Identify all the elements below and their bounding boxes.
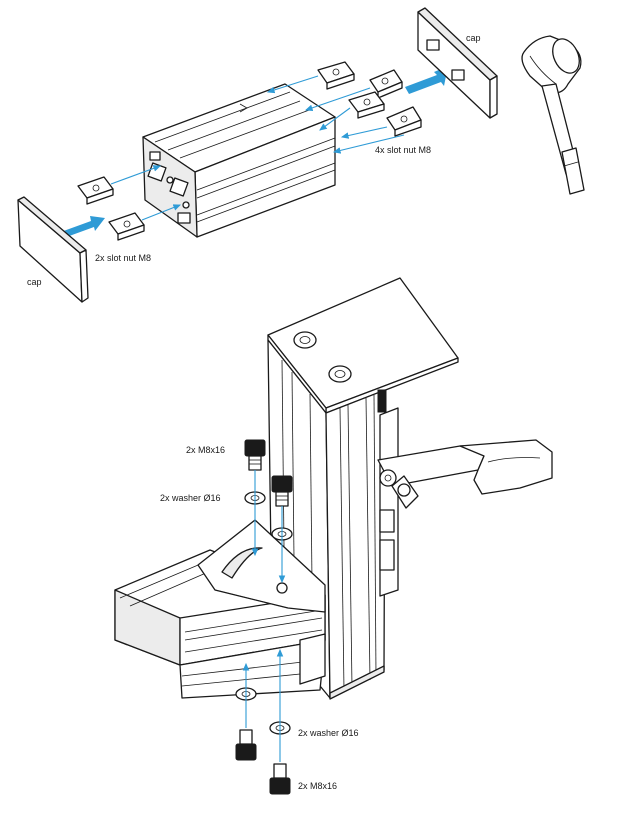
- slot-nut: [77, 176, 114, 205]
- end-cap-top: [417, 7, 498, 119]
- washer-label: 2x washer Ø16: [298, 728, 359, 738]
- toggle-clamp: [377, 389, 553, 597]
- screw-label: 2x M8x16: [186, 445, 226, 455]
- rubber-mallet: [521, 35, 585, 195]
- slot-nut: [348, 91, 385, 119]
- slot-nut: [317, 61, 355, 90]
- slot-nut-label: 2x slot nut M8: [95, 253, 152, 263]
- aluminium-profile: [142, 83, 336, 238]
- slot-nut: [108, 212, 145, 241]
- end-cap-left: [17, 196, 89, 303]
- screw-m8x16: [244, 439, 266, 471]
- angle-plate: [197, 519, 326, 613]
- insert-arrow: [58, 216, 105, 239]
- insert-arrow: [405, 66, 448, 94]
- cap-label: cap: [466, 33, 481, 43]
- slot-nut: [369, 69, 403, 99]
- slot-nut: [386, 106, 422, 137]
- top-plate: [267, 277, 459, 414]
- screw-m8x16: [271, 475, 293, 507]
- screw-label: 2x M8x16: [298, 781, 338, 791]
- cap-label: cap: [27, 277, 42, 287]
- slot-nut-label: 4x slot nut M8: [375, 145, 432, 155]
- screw-m8x16: [235, 729, 257, 761]
- washer-label: 2x washer Ø16: [160, 493, 221, 503]
- screw-m8x16: [269, 763, 291, 795]
